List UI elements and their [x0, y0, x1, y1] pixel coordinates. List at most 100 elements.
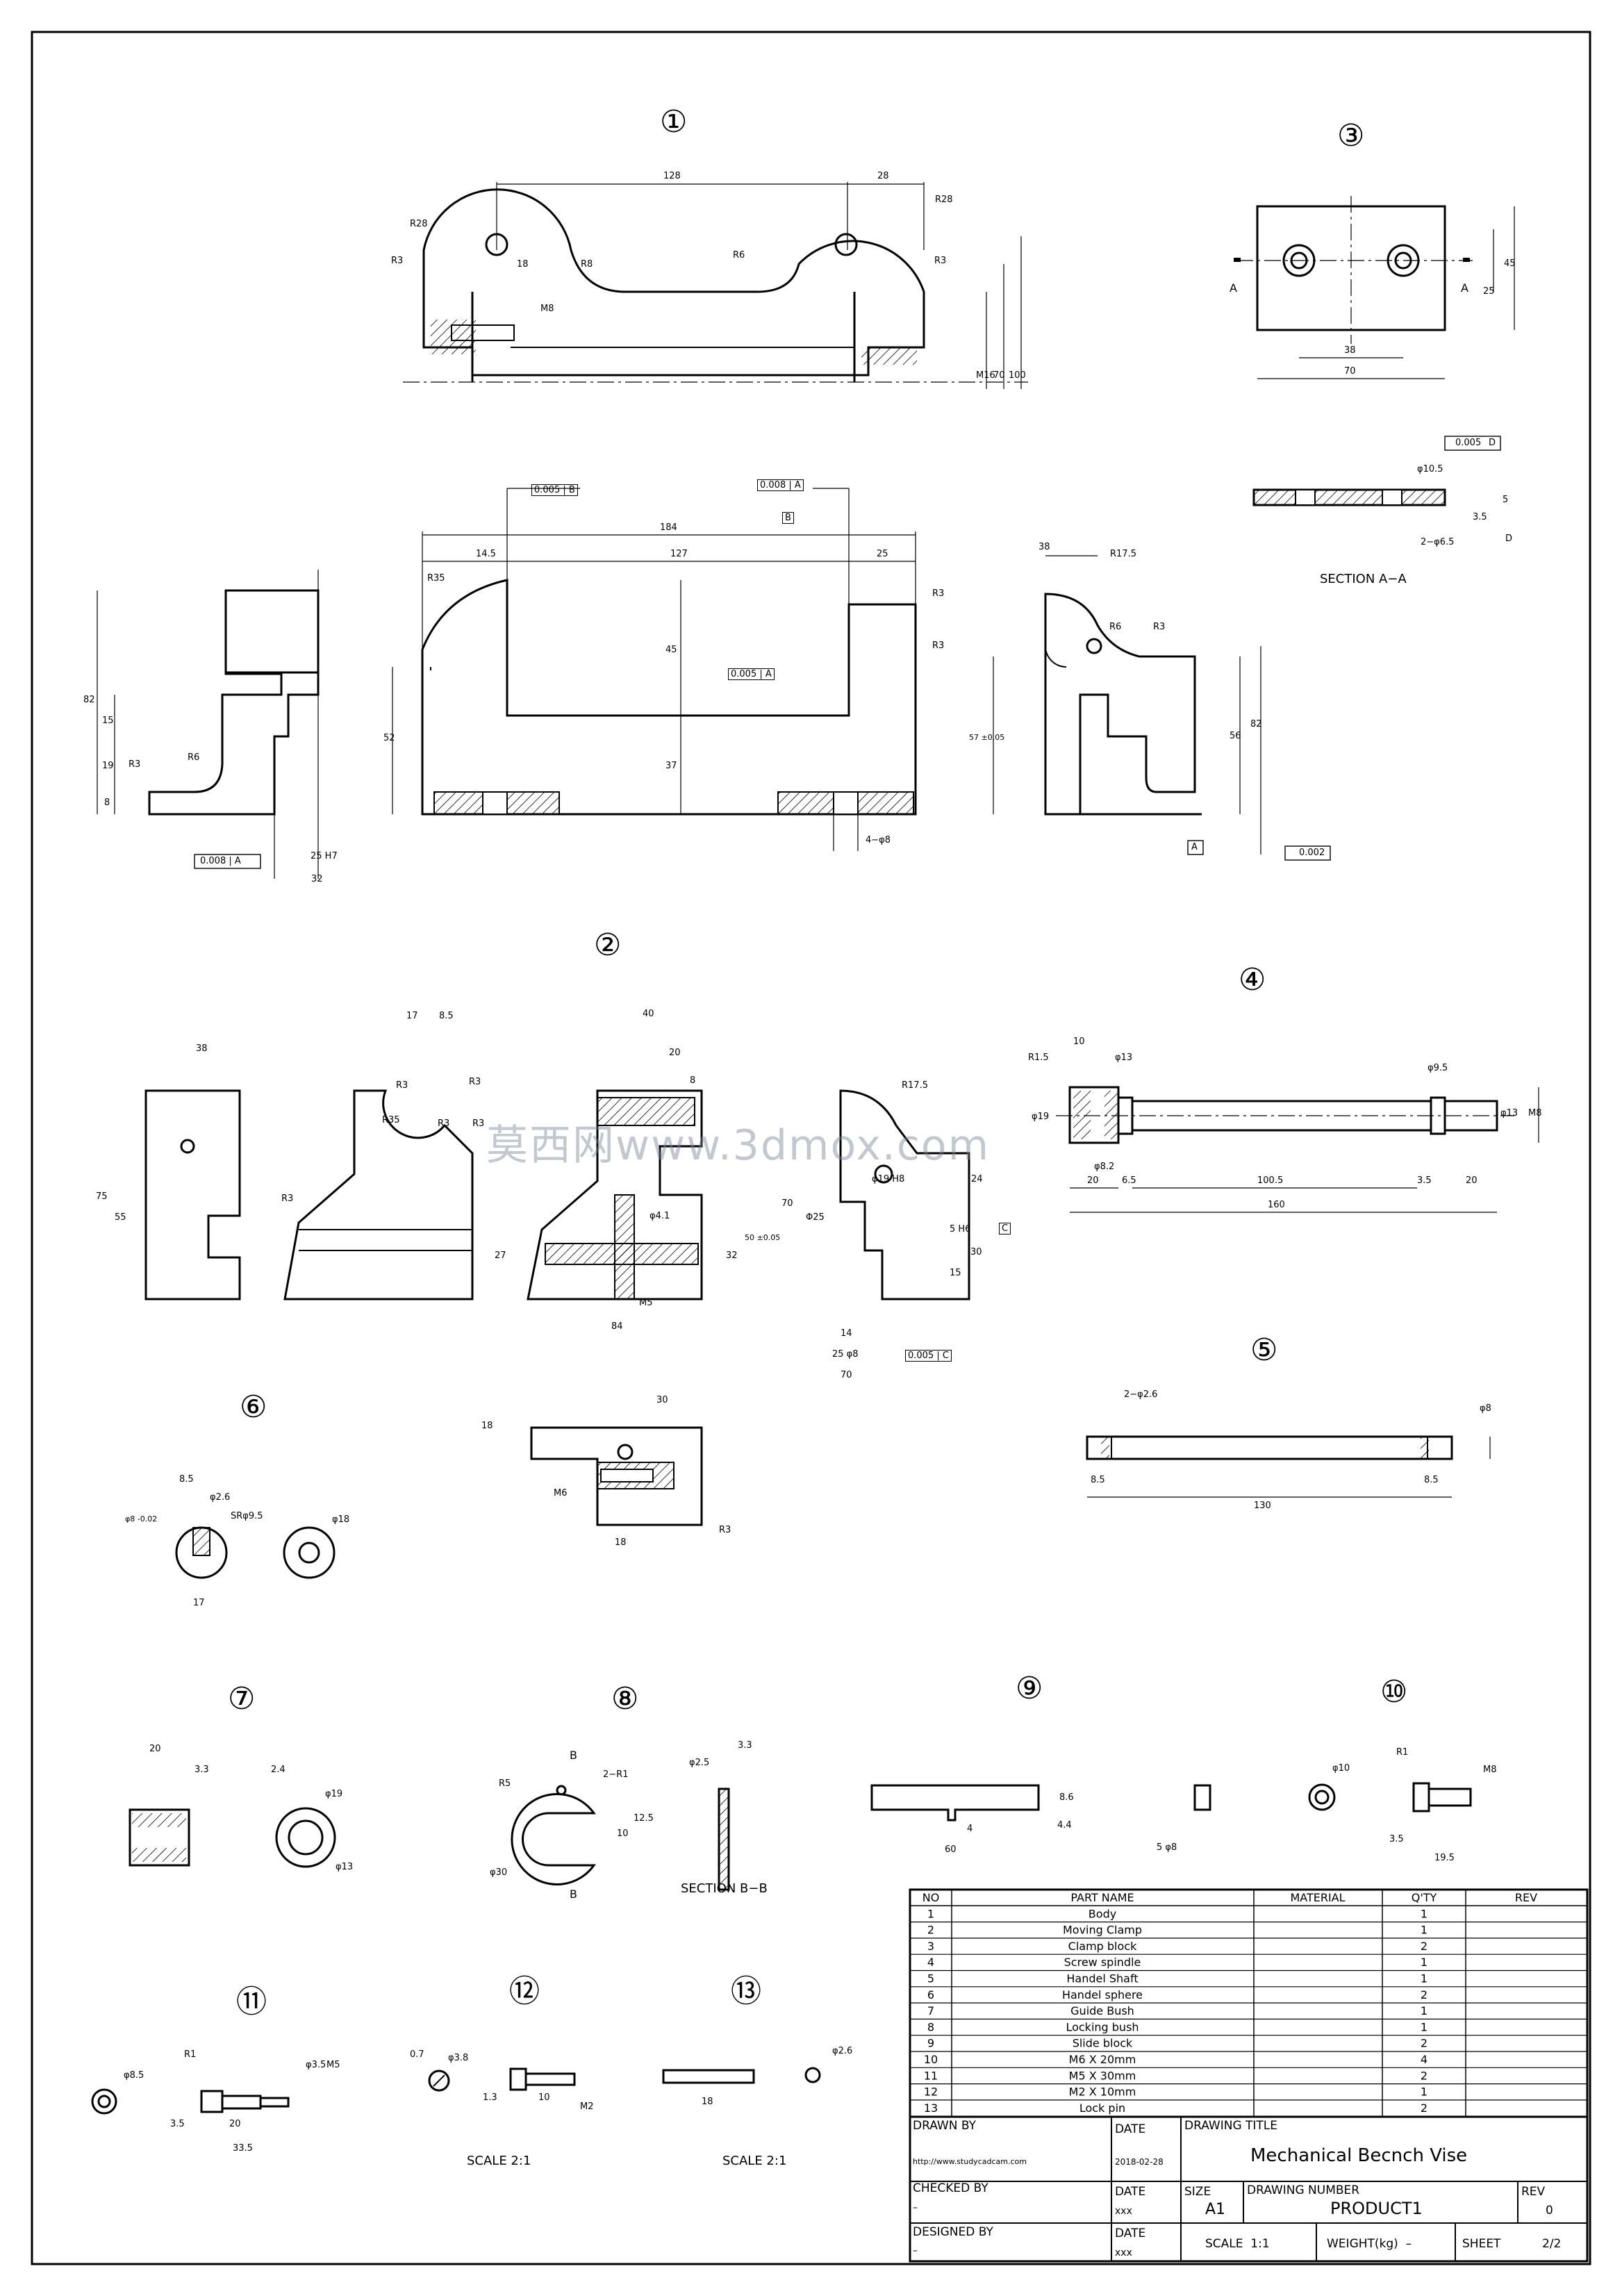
datum-label: A — [1191, 842, 1198, 852]
dim-label: 60 — [945, 1844, 957, 1855]
bom-cell: M6 X 20mm — [1069, 2053, 1136, 2066]
dim-label: φ2.5 — [689, 1758, 710, 1768]
dim-label: R6 — [733, 250, 745, 261]
part-2-bottom-detail — [530, 1426, 703, 1526]
tolerance-frame: 0.008 | A — [200, 856, 241, 866]
bom-cell: 1 — [1421, 2020, 1427, 2033]
part-7-guide-bush — [129, 1807, 336, 1868]
dim-label: 25 — [1483, 286, 1495, 297]
dim-label: 2.4 — [271, 1765, 285, 1775]
bom-cell: Guide Bush — [1070, 2004, 1134, 2017]
bom-cell: 1 — [1421, 1907, 1427, 1920]
bom-cell: M2 X 10mm — [1069, 2086, 1136, 2099]
bom-cell: Handel Shaft — [1066, 1972, 1138, 1985]
part-number-4: ④ — [1239, 962, 1266, 998]
dim-label: 160 — [1268, 1200, 1285, 1210]
dim-label: R3 — [129, 759, 141, 770]
bom-cell: 1 — [1421, 1924, 1427, 1937]
part-1-right-view — [1044, 593, 1202, 816]
bom-cell: Locking bush — [1066, 2020, 1139, 2033]
bom-cell: 2 — [1421, 1988, 1427, 2001]
dim-label: 10 — [1073, 1036, 1085, 1047]
bom-cell: 1 — [1421, 2086, 1427, 2099]
dim-label: 1.3 — [483, 2092, 497, 2103]
dim-label: 3.3 — [738, 1740, 752, 1751]
tolerance-frame: 0.008 | A — [757, 479, 804, 491]
dim-label: 37 — [665, 761, 677, 771]
part-10-screw — [1308, 1782, 1472, 1812]
title-date3-label: DATE — [1115, 2227, 1146, 2240]
bom-cell: Screw spindle — [1064, 1956, 1141, 1969]
dim-label: R1 — [184, 2049, 197, 2060]
dim-label: φ30 — [490, 1867, 508, 1878]
section-b-b-label: SECTION B−B — [681, 1881, 768, 1896]
dim-label: 52 — [383, 733, 395, 743]
dim-label: 25 — [877, 549, 888, 559]
dim-label: R35 — [382, 1115, 400, 1125]
dim-label: φ10 — [1332, 1763, 1350, 1774]
title-date-label: DATE — [1115, 2122, 1146, 2136]
section-a-a-label: SECTION A−A — [1320, 572, 1407, 586]
part-13-pin — [662, 2067, 821, 2084]
datum-label: B — [782, 512, 794, 524]
dim-label: R3 — [391, 256, 404, 266]
title-drawn-by: http://www.studycadcam.com — [913, 2157, 1027, 2166]
dim-label: M5 — [639, 1298, 653, 1308]
dim-label: 20 — [1466, 1175, 1478, 1186]
dim-label: M16 — [976, 370, 995, 381]
part-3-dims — [1257, 206, 1515, 379]
dim-label: 45 — [1504, 258, 1516, 269]
dim-label: 70 — [781, 1198, 793, 1209]
title-date3: xxx — [1115, 2247, 1132, 2258]
part-1-front-view — [421, 579, 917, 816]
dim-label: φ19 — [325, 1789, 343, 1799]
dim-label: φ13 — [1115, 1052, 1133, 1063]
dim-label: 5 φ8 — [1157, 1842, 1177, 1853]
section-marker: B — [570, 1888, 577, 1901]
title-scale: SCALE 1:1 — [1205, 2237, 1270, 2251]
dim-label: M8 — [1483, 1765, 1497, 1775]
dim-label: 28 — [877, 171, 889, 181]
dim-label: 18 — [702, 2097, 713, 2107]
dim-label: 3.5 — [1389, 1834, 1404, 1844]
dim-label: 128 — [663, 171, 681, 181]
dim-label: 2−φ6.5 — [1421, 537, 1455, 547]
dim-label: 20 — [1087, 1175, 1099, 1186]
dim-label: 2−φ2.6 — [1124, 1389, 1158, 1400]
title-date2-label: DATE — [1115, 2185, 1146, 2199]
dim-label: 14 — [841, 1328, 852, 1339]
dim-label: A — [1461, 281, 1468, 295]
dim-label: R3 — [469, 1077, 481, 1087]
bom-cell: 1 — [927, 1907, 934, 1920]
dim-label: D — [1505, 534, 1513, 544]
dim-label: φ8.5 — [124, 2070, 144, 2081]
dim-label: R3 — [719, 1525, 731, 1535]
dim-label: 55 — [115, 1212, 126, 1223]
part-1-right-dims — [993, 555, 1331, 861]
dim-label: 24 — [971, 1174, 983, 1184]
dim-label: 56 — [1230, 731, 1241, 741]
dim-label: 20 — [229, 2119, 241, 2129]
dim-label: M8 — [540, 304, 554, 314]
part-number-11: ⑪ — [236, 1984, 267, 2020]
title-size: A1 — [1205, 2201, 1226, 2218]
part-11-screw — [91, 2088, 290, 2115]
dim-label: R17.5 — [902, 1080, 928, 1091]
title-designed-by-label: DESIGNED BY — [913, 2225, 993, 2239]
part-number-1: ① — [660, 104, 688, 140]
dim-label: R3 — [281, 1194, 294, 1204]
bom-cell: 1 — [1421, 2004, 1427, 2017]
bom-header-cell: PART NAME — [1070, 1891, 1134, 1904]
dim-label: 15 — [950, 1268, 961, 1278]
part-number-8: ⑧ — [611, 1681, 639, 1717]
part-1-top-view — [422, 188, 925, 382]
dim-label: SRφ9.5 — [231, 1511, 263, 1521]
part-number-10: ⑩ — [1380, 1674, 1408, 1710]
dim-label: 8.6 — [1059, 1792, 1074, 1803]
